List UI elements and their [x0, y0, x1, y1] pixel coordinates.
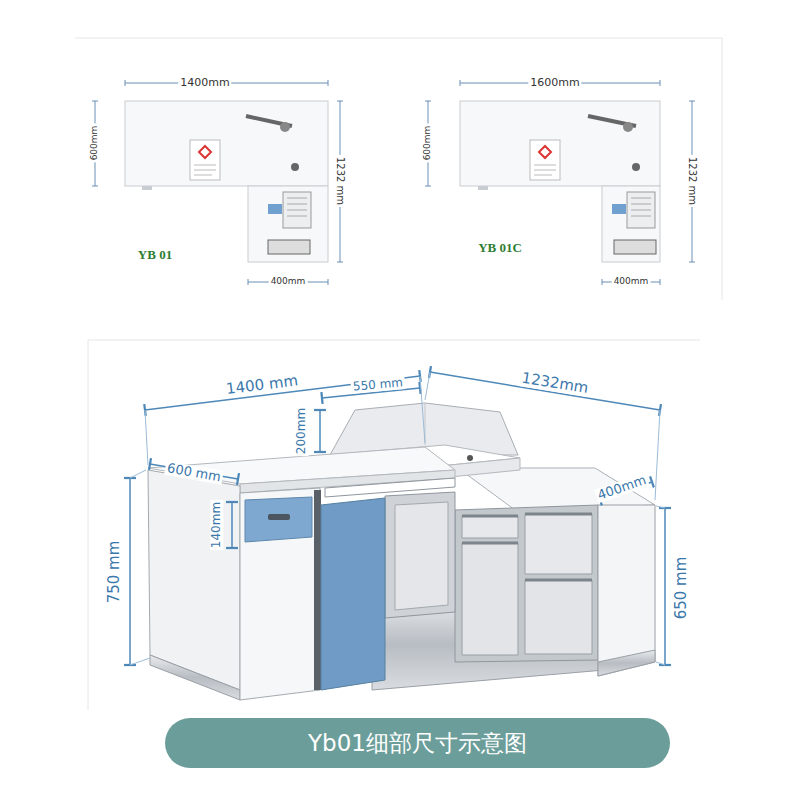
model-label: YB 01C: [476, 241, 524, 255]
dimension-label: 650 mm: [673, 555, 690, 622]
model-label: YB 01: [136, 248, 174, 262]
dimension-label: 600mm: [423, 124, 433, 163]
dimension-label: 140mm: [210, 500, 223, 550]
dimension-label: 600 mm: [164, 461, 224, 485]
dimension-label: 400mm: [594, 472, 650, 503]
caption: Yb01细部尺寸示意图: [165, 718, 670, 768]
dimension-label: 1232mm: [518, 369, 591, 396]
dimension-label: 1232 mm: [687, 155, 698, 207]
plan-view-yb01: [125, 101, 328, 262]
dimension-label: 550 mm: [350, 376, 405, 394]
dimension-label: 200mm: [295, 406, 308, 456]
dimension-lines: [130, 372, 665, 665]
dimension-label: 1400 mm: [223, 372, 301, 398]
plan-dimensions-yb01: [95, 83, 340, 282]
dimension-label: 400mm: [269, 277, 308, 287]
extension-lines: [130, 372, 665, 665]
dimension-label: 750 mm: [106, 539, 123, 606]
plan-dimensions-yb01c: [428, 83, 692, 282]
desk-3d: [148, 403, 655, 700]
frame-lines: [75, 38, 722, 710]
dimension-label: 1232 mm: [335, 155, 346, 207]
dimension-label: 1400mm: [178, 77, 231, 89]
plan-view-yb01c: [460, 101, 660, 262]
dimension-label: 400mm: [612, 277, 651, 287]
caption-band: Yb01细部尺寸示意图: [165, 718, 670, 768]
dimension-label: 600mm: [90, 124, 100, 163]
dimension-label: 1600mm: [528, 77, 581, 89]
